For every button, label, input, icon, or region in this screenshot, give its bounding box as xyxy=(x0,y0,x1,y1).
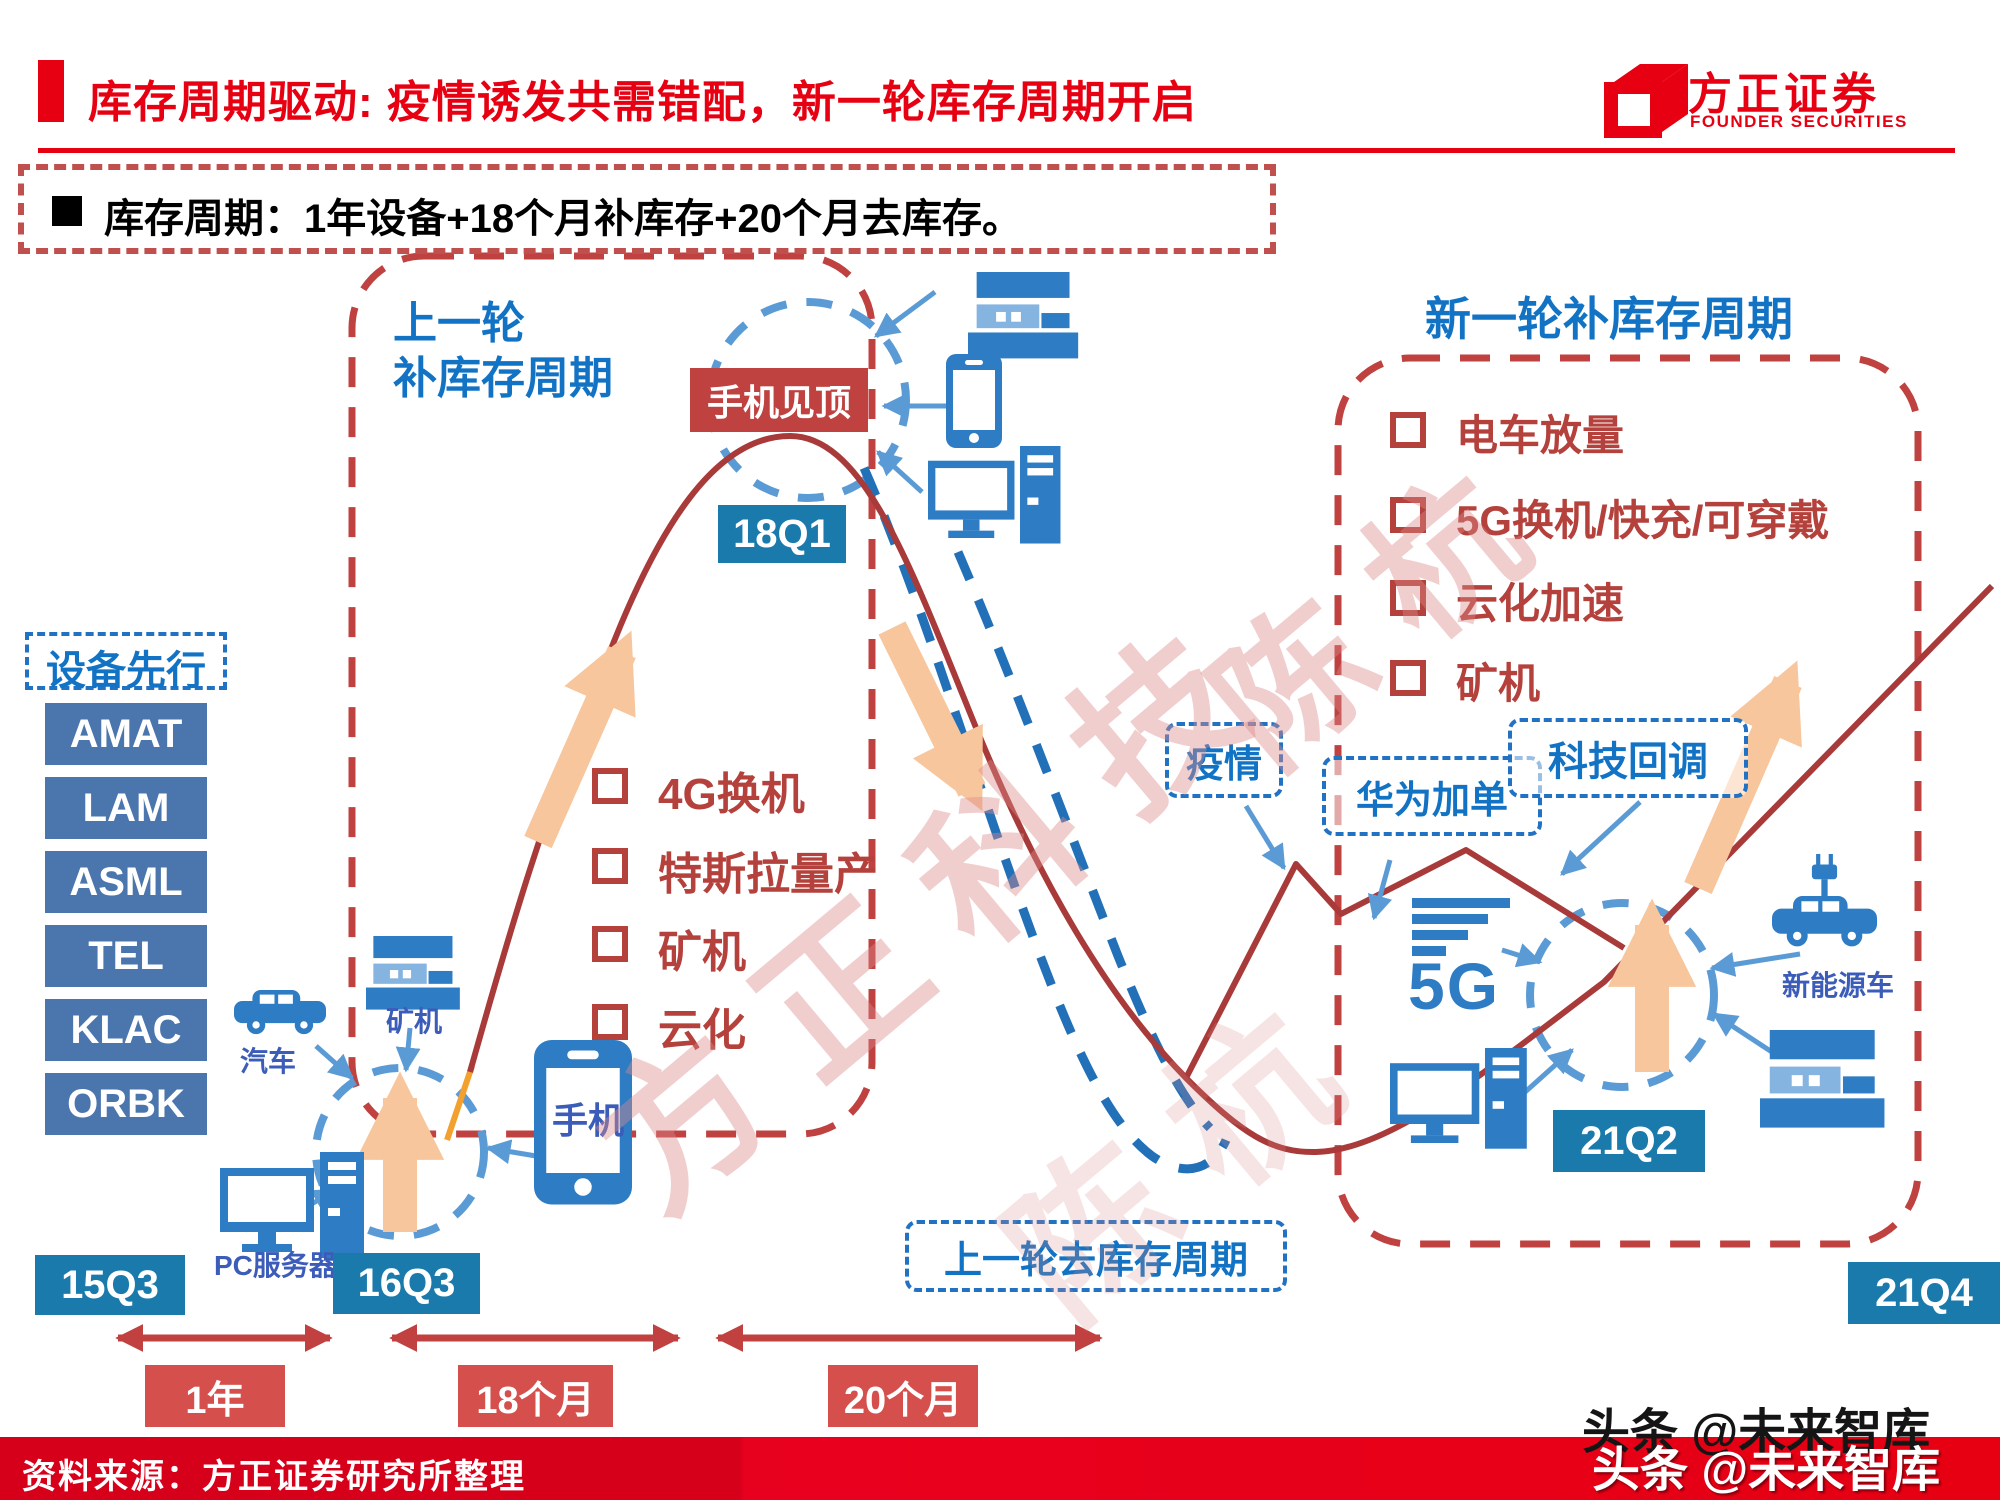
ticker-asml: ASML xyxy=(45,851,207,913)
nev-caption: 新能源车 xyxy=(1782,970,1895,1001)
new-driver-row: 矿机 xyxy=(1390,650,1540,711)
prev-driver-row: 4G换机 xyxy=(592,758,805,822)
quarter-15q3: 15Q3 xyxy=(35,1255,185,1315)
new-driver-row: 5G换机/快充/可穿戴 xyxy=(1390,487,1829,548)
pc-server-caption: PC服务器 xyxy=(214,1250,337,1281)
checkbox-bullet-icon xyxy=(592,1004,628,1040)
prev-driver-row: 云化 xyxy=(592,994,746,1058)
pc-server-icon xyxy=(220,1152,364,1258)
ticker-klac: KLAC xyxy=(45,999,207,1061)
phone-big-icon xyxy=(534,1040,632,1205)
arrow-nev-to-circle xyxy=(1709,951,1801,977)
arrow-miner-to-circle xyxy=(395,1027,421,1073)
checkbox-bullet-icon xyxy=(592,926,628,962)
uptrend-arrow-prev xyxy=(524,630,636,849)
checkbox-bullet-icon xyxy=(1390,412,1426,448)
watermark-toutiao-dark: 头条 @未来智库 xyxy=(1582,1406,1931,1459)
checkbox-bullet-icon xyxy=(1390,580,1426,616)
event-tech-pullback: 科技回调 xyxy=(1508,718,1748,798)
arrow-miner2-to-circle xyxy=(1711,1011,1780,1059)
period-20m: 20个月 xyxy=(828,1365,978,1427)
phone-caption: 手机 xyxy=(552,1100,625,1141)
title-accent-bar xyxy=(38,60,64,122)
logo-cn: 方正证券 xyxy=(1688,70,1880,119)
arrow-tech-pullback xyxy=(1560,800,1642,876)
arrow-5g-to-circle xyxy=(1501,943,1543,968)
prev-driver-row: 特斯拉量产 xyxy=(592,838,878,902)
arrow-pandemic xyxy=(1243,804,1287,871)
arrow-pc-to-peak xyxy=(876,450,924,494)
event-huawei: 华为加单 xyxy=(1322,756,1542,836)
car-icon xyxy=(234,990,326,1035)
car-caption: 汽车 xyxy=(240,1046,297,1077)
prev-cycle-title-line1: 上一轮 xyxy=(393,299,525,348)
driver-label: 矿机 xyxy=(1456,660,1541,707)
driver-label: 云化 xyxy=(658,1006,746,1055)
subtitle-text: 库存周期：1年设备+18个月补库存+20个月去库存。 xyxy=(104,197,1022,241)
miner-machine-right-icon xyxy=(1760,1030,1885,1128)
smartphone-icon xyxy=(946,354,1002,448)
prev-cycle-title: 上一轮 补库存周期 xyxy=(393,296,613,406)
period-18m: 18个月 xyxy=(458,1365,613,1427)
miner-machine-left-icon xyxy=(366,936,460,1010)
downtrend-arrow xyxy=(878,621,986,811)
arrow-phone2-to-circle xyxy=(485,1139,537,1165)
desktop-pc-icon xyxy=(928,446,1061,544)
prev-driver-row: 矿机 xyxy=(592,916,746,980)
driver-label: 5G换机/快充/可穿戴 xyxy=(1456,497,1830,544)
miner-machine-icon xyxy=(968,272,1079,359)
watermark-toutiao-light: 头条 @未来智库 xyxy=(1592,1444,1941,1497)
arrow-car-to-circle xyxy=(314,1044,354,1080)
arrow-huawei xyxy=(1367,859,1393,921)
period-1yr: 1年 xyxy=(145,1365,285,1427)
destock-phase-label: 上一轮去库存周期 xyxy=(905,1220,1287,1292)
checkbox-bullet-icon xyxy=(592,768,628,804)
subtitle-frame xyxy=(18,164,1276,254)
subtitle-bullet-icon xyxy=(52,196,82,226)
ticker-amat: AMAT xyxy=(45,703,207,765)
5g-caption: 5G xyxy=(1408,949,1501,1023)
new-trough-circle xyxy=(1526,899,1718,1091)
miner-caption: 矿机 xyxy=(386,1006,443,1037)
equipment-label: 设备先行 xyxy=(46,649,206,693)
founder-logo-icon xyxy=(1604,64,1688,138)
logo-en: FOUNDER SECURITIES xyxy=(1690,112,1908,131)
equipment-frame xyxy=(25,632,227,690)
driver-label: 云化加速 xyxy=(1456,580,1625,627)
page-title: 库存周期驱动: 疫情诱发共需错配，新一轮库存周期开启 xyxy=(88,78,1197,127)
ticker-tel: TEL xyxy=(45,925,207,987)
quarter-21q4: 21Q4 xyxy=(1848,1262,2000,1324)
destock-curve-left xyxy=(859,466,1231,1174)
event-pandemic: 疫情 xyxy=(1165,722,1283,798)
checkbox-bullet-icon xyxy=(1390,660,1426,696)
prev-cycle-title-line2: 补库存周期 xyxy=(393,354,613,403)
arrow-miner-to-peak xyxy=(873,289,937,339)
footer-bar xyxy=(0,1437,2000,1500)
peak-label: 手机见顶 xyxy=(690,368,868,432)
5g-bars-icon xyxy=(1412,898,1510,956)
nev-car-icon xyxy=(1772,854,1877,947)
checkbox-bullet-icon xyxy=(1390,497,1426,533)
title-divider xyxy=(38,148,1955,153)
new-driver-row: 云化加速 xyxy=(1390,570,1624,631)
driver-label: 电车放量 xyxy=(1456,412,1625,459)
ticker-lam: LAM xyxy=(45,777,207,839)
driver-label: 4G换机 xyxy=(658,770,805,819)
cycle-curve-start xyxy=(444,1065,475,1141)
checkbox-bullet-icon xyxy=(592,848,628,884)
quarter-21q2: 21Q2 xyxy=(1553,1110,1705,1172)
ticker-orbk: ORBK xyxy=(45,1073,207,1135)
driver-label: 特斯拉量产 xyxy=(658,850,878,899)
new-driver-row: 电车放量 xyxy=(1390,402,1624,463)
source-text: 资料来源：方正证券研究所整理 xyxy=(22,1458,526,1496)
desktop-pc2-icon xyxy=(1390,1048,1527,1149)
equip-trough-circle xyxy=(312,1064,488,1240)
quarter-16q3: 16Q3 xyxy=(333,1253,480,1314)
event-zigzag xyxy=(1183,847,1626,1080)
destock-curve-right xyxy=(953,550,1214,1132)
new-cycle-title: 新一轮补库存周期 xyxy=(1425,293,1793,345)
driver-label: 矿机 xyxy=(658,928,746,977)
quarter-18q1: 18Q1 xyxy=(718,505,846,563)
